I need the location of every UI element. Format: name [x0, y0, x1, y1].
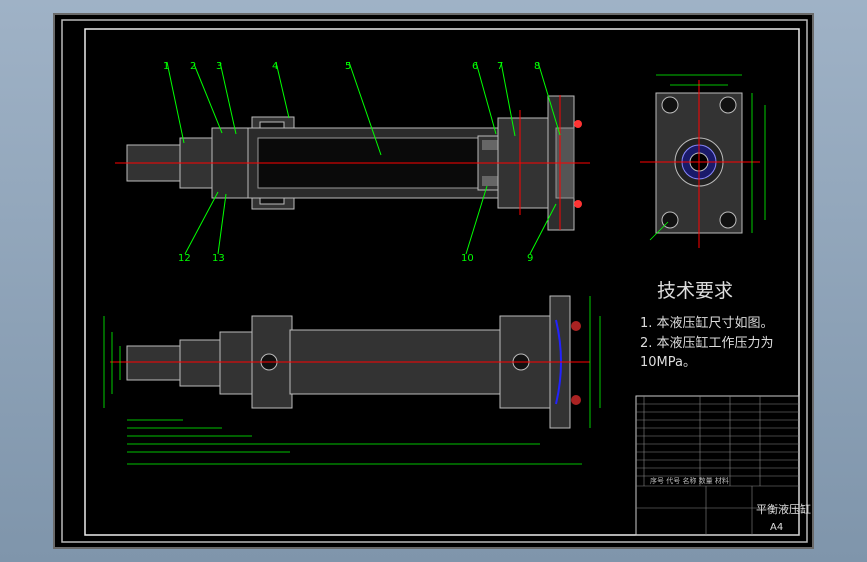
callout-labels: 1 2 3 4 5 6 7 8 9 10 12 13	[163, 61, 540, 264]
end-view	[640, 74, 766, 248]
dimension-lines	[103, 296, 601, 465]
callout: 7	[497, 61, 503, 72]
callout: 10	[461, 253, 474, 264]
callout: 8	[534, 61, 540, 72]
requirement-item: 2. 本液压缸工作压力为	[640, 335, 774, 351]
sectional-view	[115, 61, 590, 255]
sheet-size: A4	[770, 522, 783, 533]
callout: 2	[190, 61, 196, 72]
callout: 13	[212, 253, 225, 264]
drawing-name: 平衡液压缸	[756, 502, 811, 516]
requirements-heading: 技术要求	[657, 280, 733, 302]
technical-requirements: 技术要求 1. 本液压缸尺寸如图。 2. 本液压缸工作压力为 10MPa。	[640, 280, 774, 370]
callout: 5	[345, 61, 351, 72]
callout: 9	[527, 253, 533, 264]
parts-list-header: 序号 代号 名称 数量 材料	[650, 476, 729, 485]
callout: 6	[472, 61, 478, 72]
callout: 4	[272, 61, 278, 72]
requirement-item: 1. 本液压缸尺寸如图。	[640, 315, 774, 331]
callout: 3	[216, 61, 222, 72]
outer-border	[61, 19, 808, 543]
inner-border	[84, 28, 800, 536]
leader-lines	[166, 61, 561, 255]
exterior-view	[103, 295, 601, 465]
callout: 12	[178, 253, 191, 264]
title-block: 序号 代号 名称 数量 材料 平衡液压缸 A4	[635, 395, 811, 536]
callout: 1	[163, 61, 169, 72]
requirement-item: 10MPa。	[640, 355, 696, 370]
